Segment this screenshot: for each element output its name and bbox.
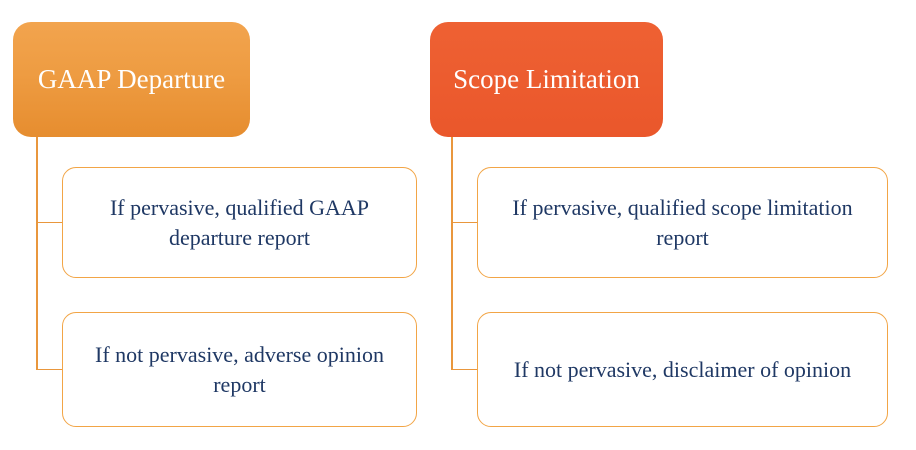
gaap-pervasive-child-label: If pervasive, qualified GAAP departure r… [109,195,370,250]
gaap-pervasive-child-box: If pervasive, qualified GAAP departure r… [62,167,417,278]
scope-tree-trunk-connector [451,137,453,370]
gaap-tree-branch-connector-1 [36,221,62,223]
scope-not-pervasive-child-label: If not pervasive, disclaimer of opinion [513,356,852,382]
scope-tree-branch-connector-1 [451,221,477,223]
gaap-not-pervasive-child-label: If not pervasive, adverse opinion report [95,342,384,397]
scope-not-pervasive-child-box: If not pervasive, disclaimer of opinion [477,312,888,427]
gaap-departure-header-label: GAAP Departure [37,64,226,95]
gaap-departure-header-box: GAAP Departure [13,22,250,137]
gaap-not-pervasive-child-box: If not pervasive, adverse opinion report [62,312,417,427]
gaap-tree-branch-connector-2 [36,368,62,370]
scope-pervasive-child-box: If pervasive, qualified scope limitation… [477,167,888,278]
scope-tree-branch-connector-2 [451,368,477,370]
scope-pervasive-child-label: If pervasive, qualified scope limitation… [512,195,853,250]
scope-limitation-header-label: Scope Limitation [453,64,640,95]
scope-limitation-header-box: Scope Limitation [430,22,663,137]
gaap-tree-trunk-connector [36,137,38,370]
